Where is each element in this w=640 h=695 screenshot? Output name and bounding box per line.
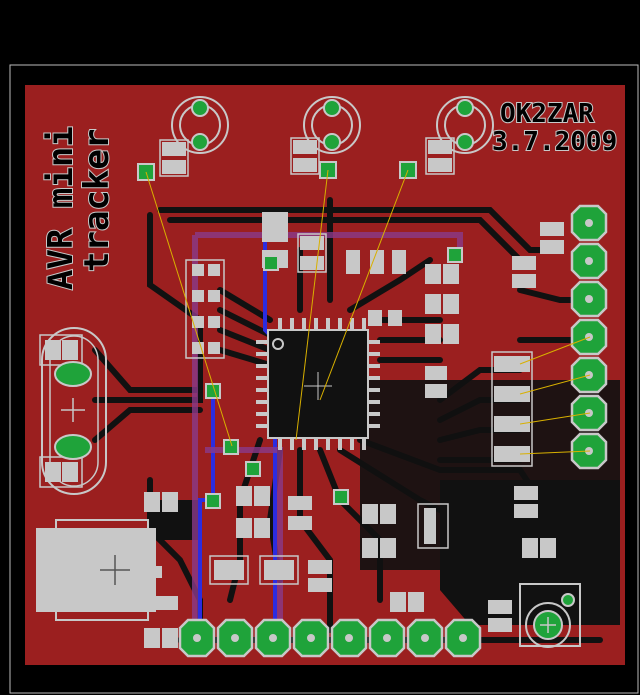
board-outline: [9, 64, 639, 694]
callsign: OK2ZAR: [500, 99, 594, 129]
trimmer-footprint: [519, 583, 581, 648]
board-title-line2: tracker: [77, 129, 117, 272]
bottom-header: [178, 618, 482, 658]
smd-components: [39, 137, 564, 648]
mcu-chip: [256, 318, 380, 450]
board-title-line1: AVR mini: [41, 126, 81, 290]
regulator-footprint: [36, 519, 178, 621]
airwires: [145, 169, 591, 455]
right-header: [570, 204, 608, 470]
crystal-footprint: [41, 327, 107, 495]
board-date: 3.7.2009: [492, 127, 617, 157]
vias: [137, 161, 463, 509]
led-pads: [191, 99, 474, 151]
silkscreen-text: AVR mini tracker OK2ZAR 3.7.2009: [40, 98, 618, 291]
